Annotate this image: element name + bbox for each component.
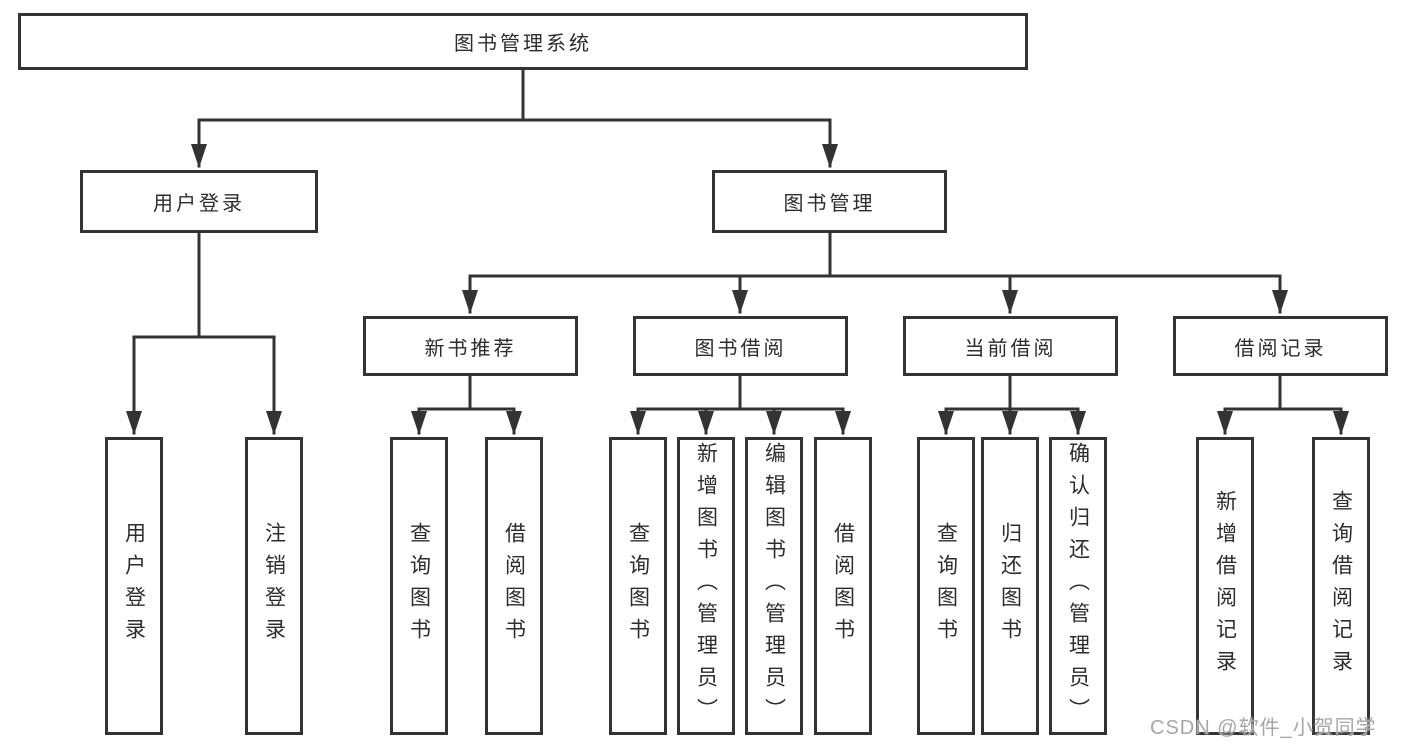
node-user-login: 用户登录 [80, 170, 318, 233]
node-label: 当前借阅 [964, 337, 1057, 360]
node-book-management: 图书管理 [712, 170, 947, 233]
connector-root-to-level2 [191, 68, 838, 168]
leaf-borrow-books: 借阅图书 [814, 437, 872, 735]
connector-book-borrow-children [630, 374, 851, 435]
csdn-watermark: CSDN @软件_小贺同学 [1150, 717, 1377, 739]
leaf-label: 归还图书 [998, 522, 1022, 650]
node-label: 用户登录 [153, 193, 245, 215]
leaf-label: 确认归还（管理员） [1066, 442, 1090, 730]
leaf-logout: 注销登录 [245, 437, 303, 735]
leaf-label: 查询图书 [626, 522, 650, 650]
leaf-query-books-current: 查询图书 [917, 437, 975, 735]
node-label: 借阅记录 [1234, 337, 1327, 360]
leaf-edit-books-admin: 编辑图书（管理员） [745, 437, 803, 735]
node-label: 图书管理 [783, 193, 876, 215]
node-new-book-recommend: 新书推荐 [363, 316, 578, 376]
connector-book-management-children [462, 231, 1288, 314]
leaf-label: 用户登录 [122, 522, 146, 650]
node-label: 图书借阅 [694, 337, 787, 360]
connector-user-login-children [126, 231, 282, 435]
leaf-label: 查询图书 [934, 522, 958, 650]
leaf-label: 新增借阅记录 [1213, 490, 1237, 682]
leaf-label: 注销登录 [262, 522, 286, 650]
node-label: 新书推荐 [424, 337, 517, 360]
node-library-management-system: 图书管理系统 [18, 13, 1028, 70]
leaf-user-login: 用户登录 [105, 437, 163, 735]
leaf-borrow-books-recommend: 借阅图书 [485, 437, 543, 735]
leaf-confirm-return-admin: 确认归还（管理员） [1049, 437, 1107, 735]
leaf-label: 查询图书 [407, 522, 431, 650]
leaf-label: 新增图书（管理员） [694, 442, 718, 730]
node-book-borrow: 图书借阅 [633, 316, 848, 376]
leaf-return-books: 归还图书 [981, 437, 1039, 735]
node-current-borrow: 当前借阅 [903, 316, 1118, 376]
node-label: 图书管理系统 [454, 33, 592, 55]
connector-new-book-children [411, 374, 522, 435]
leaf-label: 编辑图书（管理员） [762, 442, 786, 730]
leaf-add-books-admin: 新增图书（管理员） [677, 437, 735, 735]
leaf-query-borrow-record: 查询借阅记录 [1312, 437, 1370, 735]
leaf-query-books-recommend: 查询图书 [390, 437, 448, 735]
connector-borrow-records-children [1217, 374, 1349, 435]
connector-current-borrow-children [938, 374, 1086, 435]
leaf-query-books: 查询图书 [609, 437, 667, 735]
leaf-add-borrow-record: 新增借阅记录 [1196, 437, 1254, 735]
node-borrow-records: 借阅记录 [1173, 316, 1388, 376]
leaf-label: 借阅图书 [831, 522, 855, 650]
leaf-label: 借阅图书 [502, 522, 526, 650]
leaf-label: 查询借阅记录 [1329, 490, 1353, 682]
